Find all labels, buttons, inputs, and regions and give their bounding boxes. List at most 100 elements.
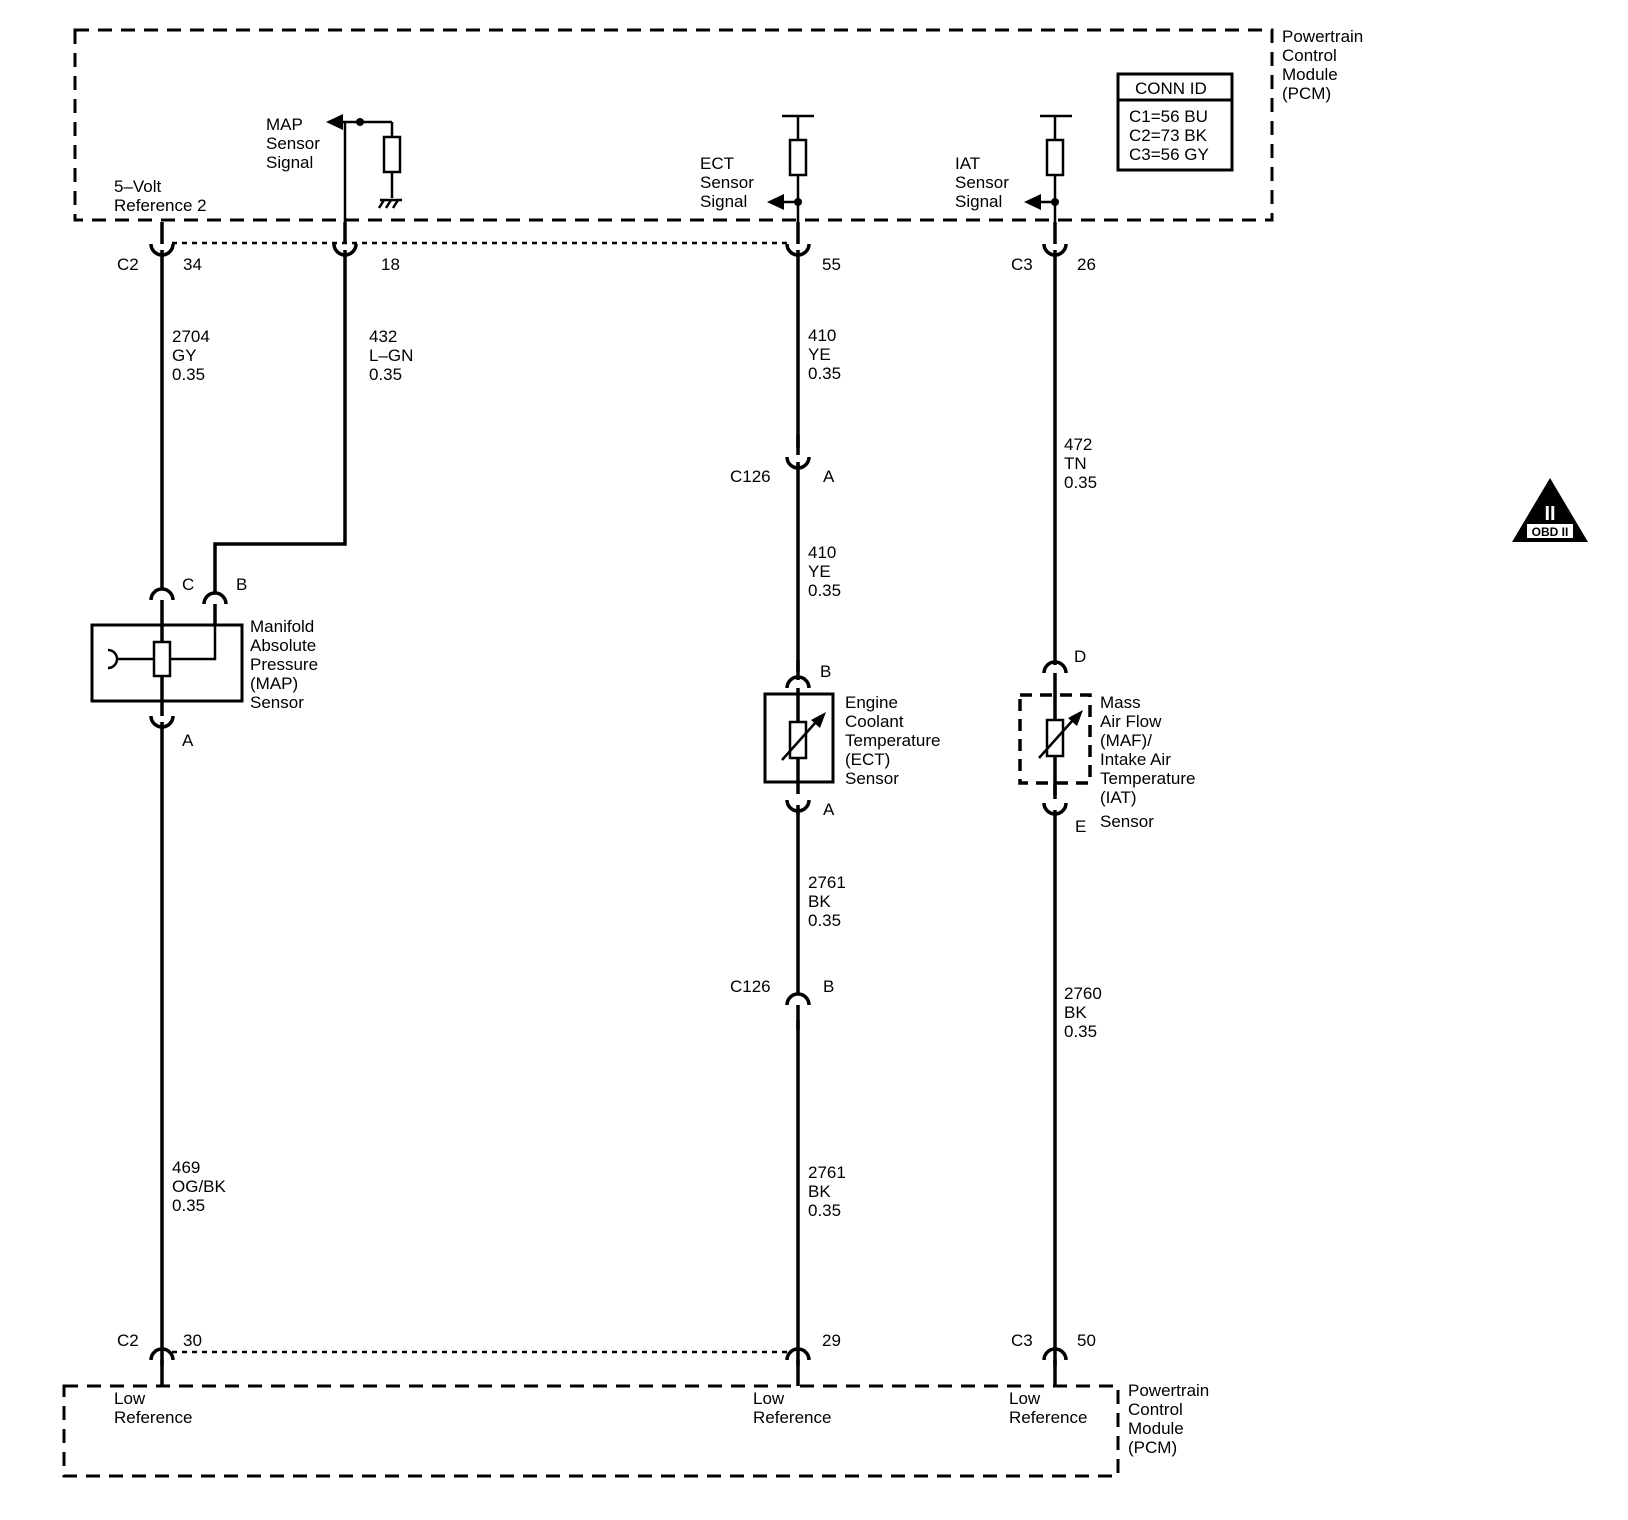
wire-2761-label: 0.35 <box>808 911 841 930</box>
connector-c3-label: C3 <box>1011 255 1033 274</box>
c126-label: C126 <box>730 467 771 486</box>
wire-410-label: YE <box>808 562 831 581</box>
pin-a-label: A <box>182 731 194 750</box>
c126-connector-b: C126 B <box>730 977 834 1030</box>
map-sensor: C B A Manifold Absolute Pressure (MAP) S… <box>90 575 318 750</box>
five-volt-ref-label: Reference 2 <box>114 196 207 215</box>
conn-id-line: C2=73 BK <box>1129 126 1208 145</box>
pcm-top-title: Powertrain Control Module (PCM) <box>1282 27 1363 103</box>
wire-2760-label: BK <box>1064 1003 1087 1022</box>
pcm-bottom-module: Low Reference Low Reference Low Referenc… <box>62 1381 1209 1478</box>
resistor-icon <box>1045 138 1065 177</box>
arrow-icon <box>1068 710 1083 726</box>
pcm-bottom-title-line: Control <box>1128 1400 1183 1419</box>
pcm-top-title-line: (PCM) <box>1282 84 1331 103</box>
wire-2761-label: BK <box>808 1182 831 1201</box>
ect-sensor-label: Engine <box>845 693 898 712</box>
map-signal-circuit: MAP Sensor Signal <box>266 114 402 222</box>
maf-iat-sensor-label: (IAT) <box>1100 788 1137 807</box>
pin-a-label: A <box>823 800 835 819</box>
c126-label: C126 <box>730 977 771 996</box>
low-reference-label: Low <box>753 1389 785 1408</box>
pcm-bottom-border <box>62 1384 1120 1478</box>
obd-ii-roman: II <box>1544 503 1555 525</box>
ground-icon <box>377 198 402 209</box>
obd-ii-icon: II OBD II <box>1512 478 1588 542</box>
pin-29-label: 29 <box>822 1331 841 1350</box>
ect-signal-circuit: ECT Sensor Signal <box>700 114 814 222</box>
pcm-bottom-pins: C2 30 29 C3 50 <box>117 1331 1096 1386</box>
iat-signal-label: Signal <box>955 192 1002 211</box>
low-reference-label: Low <box>1009 1389 1041 1408</box>
pcm-top-pins: C2 34 18 55 C3 26 <box>117 222 1096 274</box>
wire-2704-label: 0.35 <box>172 365 205 384</box>
map-sensor-label: Manifold <box>250 617 314 636</box>
maf-iat-sensor-label: Intake Air <box>1100 750 1171 769</box>
wire-469-label: 469 <box>172 1158 200 1177</box>
maf-iat-sensor-label: Temperature <box>1100 769 1195 788</box>
pin-30-connector <box>149 1347 175 1361</box>
pcm-top-module: Powertrain Control Module (PCM) CONN ID … <box>73 27 1363 222</box>
wire-2761-label: 2761 <box>808 1163 846 1182</box>
arrow-icon <box>326 114 343 130</box>
pin-b-label: B <box>823 977 834 996</box>
pin-29-connector <box>785 1347 811 1361</box>
ect-sensor-label: (ECT) <box>845 750 890 769</box>
wire-2704-label: 2704 <box>172 327 210 346</box>
maf-iat-sensor-label: Sensor <box>1100 812 1154 831</box>
conn-id-box: CONN ID C1=56 BU C2=73 BK C3=56 GY <box>1116 72 1234 172</box>
wire-410-label: 410 <box>808 543 836 562</box>
obd-ii-label: OBD II <box>1532 525 1569 539</box>
wire-472-label: 0.35 <box>1064 473 1097 492</box>
pin-50-label: 50 <box>1077 1331 1096 1350</box>
maf-iat-sensor-label: (MAF)/ <box>1100 731 1152 750</box>
low-reference-label: Reference <box>753 1408 831 1427</box>
ect-sensor-label: Sensor <box>845 769 899 788</box>
wire-2760-label: 2760 <box>1064 984 1102 1003</box>
thermistor-icon <box>1045 718 1065 758</box>
wire-432 <box>213 250 347 592</box>
pin-34-label: 34 <box>183 255 202 274</box>
wire-2761-label: 0.35 <box>808 1201 841 1220</box>
connector-c3-label: C3 <box>1011 1331 1033 1350</box>
pcm-bottom-title-line: (PCM) <box>1128 1438 1177 1457</box>
connector-c2-label: C2 <box>117 255 139 274</box>
ect-sensor-label: Coolant <box>845 712 904 731</box>
pcm-top-title-line: Powertrain <box>1282 27 1363 46</box>
pcm-top-title-line: Control <box>1282 46 1337 65</box>
conn-id-header: CONN ID <box>1135 79 1207 98</box>
pcm-top-border <box>73 28 1274 222</box>
ect-signal-label: Signal <box>700 192 747 211</box>
ect-signal-label: Sensor <box>700 173 754 192</box>
wire-469-label: 0.35 <box>172 1196 205 1215</box>
low-reference-label: Reference <box>114 1408 192 1427</box>
wire-432-label: 432 <box>369 327 397 346</box>
arrow-icon <box>811 712 826 728</box>
wire-472-label: 472 <box>1064 435 1092 454</box>
wire-469-label: OG/BK <box>172 1177 227 1196</box>
map-sensor-label: Absolute <box>250 636 316 655</box>
low-reference-label: Reference <box>1009 1408 1087 1427</box>
pin-d-label: D <box>1074 647 1086 666</box>
ect-sensor: B A Engine Coolant Temperature (ECT) Sen… <box>763 660 940 819</box>
wire-472-label: TN <box>1064 454 1087 473</box>
arrow-icon <box>767 194 784 210</box>
ect-signal-label: ECT <box>700 154 734 173</box>
pcm-top-title-line: Module <box>1282 65 1338 84</box>
conn-id-line: C3=56 GY <box>1129 145 1209 164</box>
wire-432-label: 0.35 <box>369 365 402 384</box>
iat-signal-circuit: IAT Sensor Signal <box>955 114 1072 222</box>
low-reference-label: Low <box>114 1389 146 1408</box>
pin-26-label: 26 <box>1077 255 1096 274</box>
maf-iat-sensor-label: Air Flow <box>1100 712 1162 731</box>
thermistor-icon <box>788 720 808 760</box>
wire-410-label: 0.35 <box>808 581 841 600</box>
map-sensor-label: Pressure <box>250 655 318 674</box>
wire-2761-label: BK <box>808 892 831 911</box>
pcm-bottom-title-line: Powertrain <box>1128 1381 1209 1400</box>
map-sensor-label: (MAP) <box>250 674 298 693</box>
pin-a-label: A <box>823 467 835 486</box>
wire-410-label: YE <box>808 345 831 364</box>
resistor-icon <box>788 138 808 177</box>
pin-55-label: 55 <box>822 255 841 274</box>
